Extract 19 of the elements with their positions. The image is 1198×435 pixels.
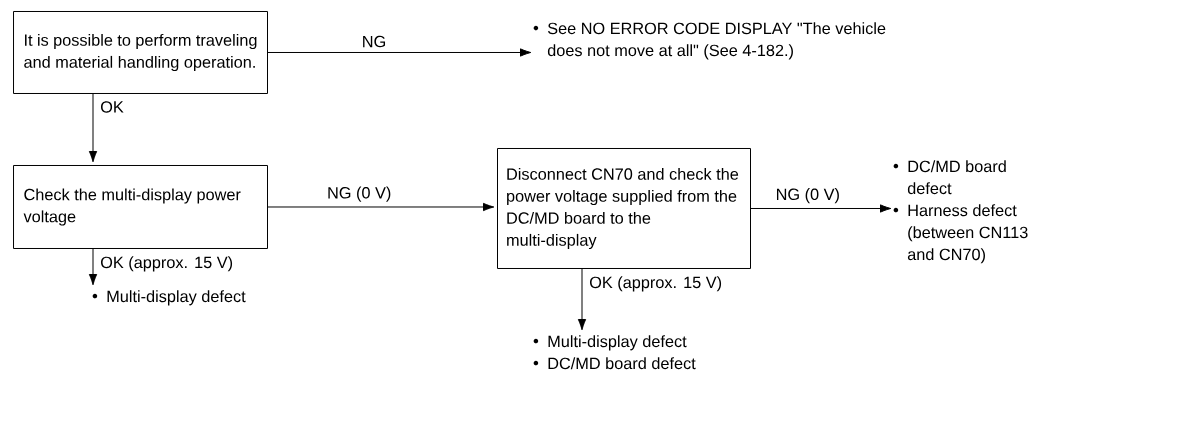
process-box: It is possible to perform traveling and material handling operation. xyxy=(13,11,268,94)
process-box: Check the multi-display power voltage xyxy=(13,165,268,249)
result-text: Multi-display defect DC/MD board defect xyxy=(533,335,696,370)
arrow xyxy=(577,268,587,331)
result-text: See NO ERROR CODE DISPLAY "The vehicle does not move at all" (See 4-182.) xyxy=(533,22,886,60)
arrow xyxy=(267,48,532,57)
edge-label: OK (approx. 15 V) xyxy=(590,276,722,292)
edge-label: NG (0 V) xyxy=(328,186,391,202)
edge-label: OK (approx. 15 V) xyxy=(101,256,233,272)
result-text: DC/MD board defect Harness defect (between CN113 and CN70) xyxy=(893,160,1028,264)
arrow xyxy=(267,202,495,212)
arrow xyxy=(750,204,892,213)
arrow xyxy=(88,93,98,163)
process-box: Disconnect CN70 and check the power voltage supplied from the DC/MD board to the multi-display xyxy=(497,148,751,269)
edge-label: NG (0 V) xyxy=(777,188,839,204)
arrow xyxy=(88,248,98,286)
edge-label: NG xyxy=(363,35,385,48)
edge-label: OK xyxy=(101,101,124,113)
result-text: Multi-display defect xyxy=(92,290,246,306)
